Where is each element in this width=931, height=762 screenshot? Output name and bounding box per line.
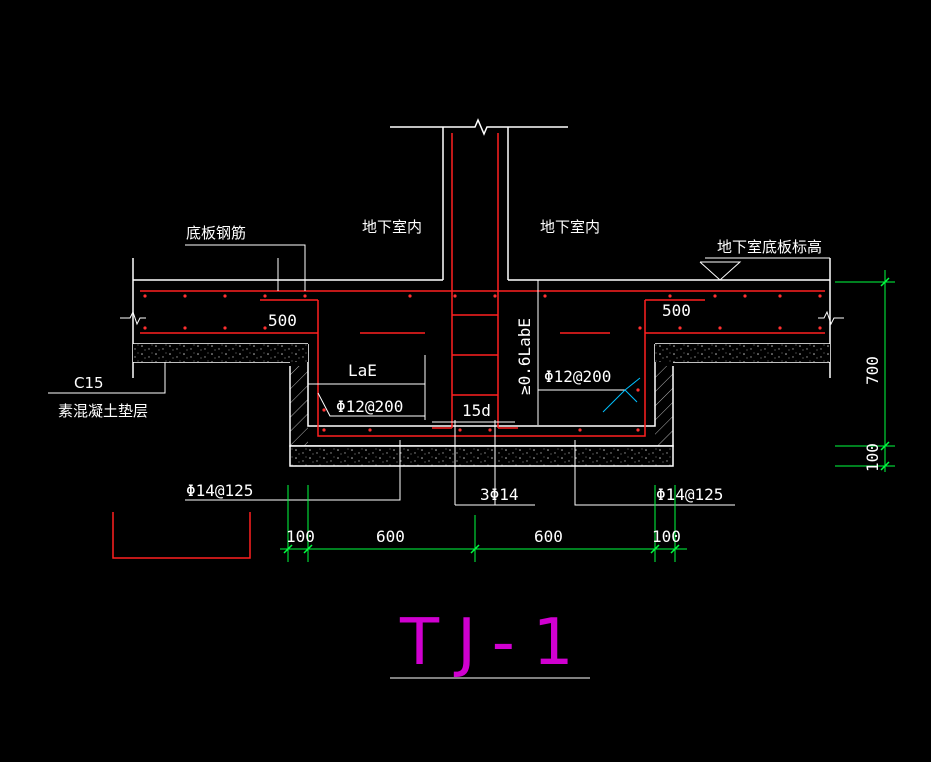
drawing-title: TJ-1 [399, 606, 592, 680]
label-stirrup-right: Φ12@200 [544, 367, 611, 386]
label-basement-slab-elevation: 地下室底板标高 [717, 238, 822, 256]
rebar-dots [143, 294, 822, 432]
label-stirrup-left: Φ12@200 [336, 397, 403, 416]
label-column-anchor: ≥0.6LabE [515, 318, 534, 395]
label-basement-interior-right: 地下室内 [540, 218, 600, 236]
dimension-ticks [283, 277, 890, 554]
dim-edge-right: 100 [652, 527, 681, 546]
label-bottom-bar-left: Φ14@125 [186, 481, 253, 500]
break-symbols [120, 310, 844, 326]
dim-edge-left: 100 [286, 527, 315, 546]
label-corner-bars: 3Φ14 [480, 485, 519, 504]
concrete-outline [132, 118, 831, 447]
dim-half-right: 600 [534, 527, 563, 546]
leaders [48, 244, 830, 679]
label-basement-interior-left: 地下室内 [362, 218, 422, 236]
section-symbol [112, 512, 251, 559]
label-concrete-grade: C15 [74, 374, 104, 392]
label-anchorage: LaE [348, 361, 377, 380]
rebar [140, 133, 825, 437]
label-lap-left: 500 [268, 311, 297, 330]
label-concrete-cushion: 素混凝土垫层 [58, 402, 148, 420]
dim-cushion: 100 [863, 443, 882, 472]
concrete-cushion [133, 344, 830, 467]
label-bottom-bar-right: Φ14@125 [656, 485, 723, 504]
dim-half-left: 600 [376, 527, 405, 546]
label-slab-rebar: 底板钢筋 [186, 224, 246, 242]
label-hook: 15d [462, 401, 491, 420]
leader-ticks [602, 377, 641, 413]
dim-depth: 700 [863, 356, 882, 385]
label-lap-right: 500 [662, 301, 691, 320]
